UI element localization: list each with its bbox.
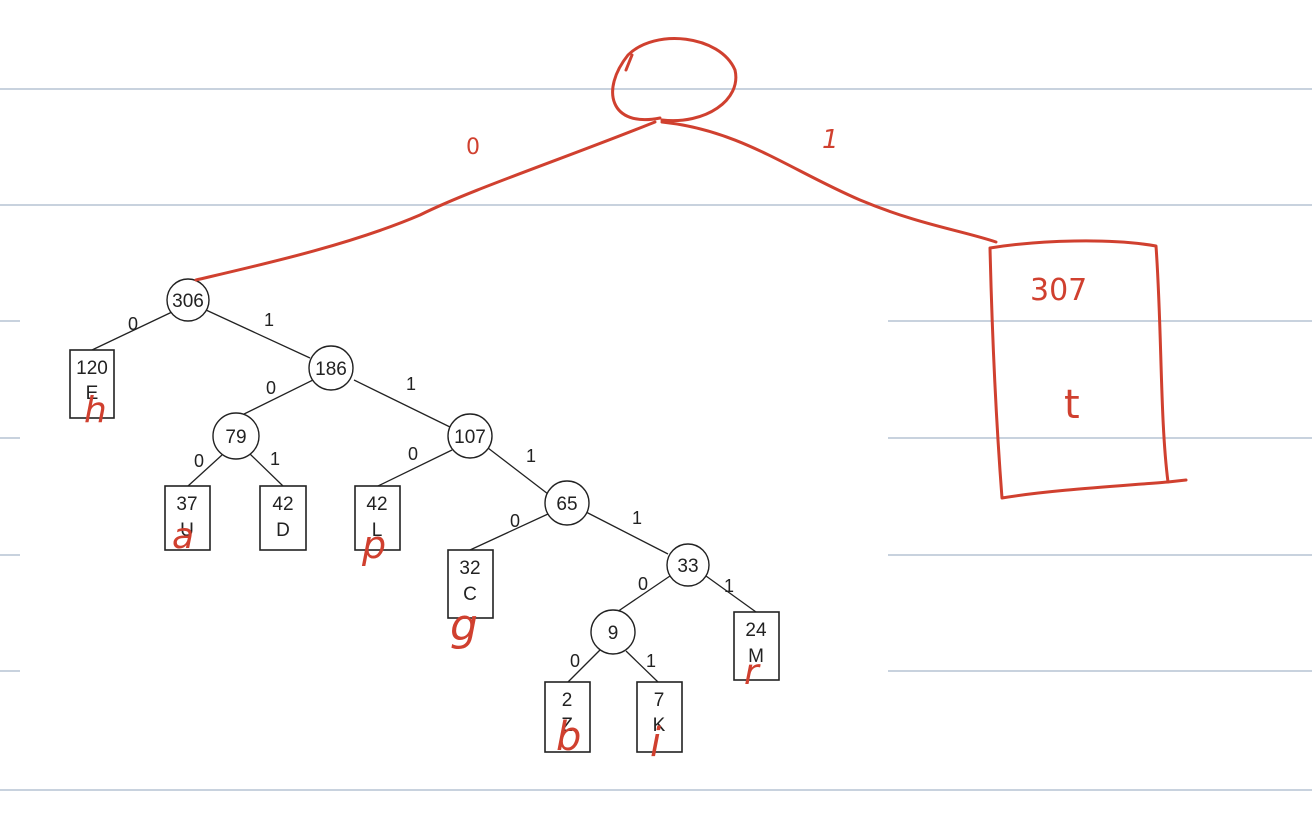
handwritten-leaf-letter: t — [1064, 382, 1080, 428]
node-weight: 107 — [454, 427, 486, 448]
edge-label: 1 — [632, 508, 642, 528]
leaf-node-42-l: 42 L — [354, 485, 401, 551]
leaf-letter: E — [86, 383, 99, 404]
handwritten-leaf-code: g — [450, 600, 478, 651]
tree-edge — [187, 454, 223, 487]
leaf-node-37: 37 U — [164, 485, 211, 551]
handwritten-annotations — [194, 37, 1188, 500]
handwritten-root-tick — [624, 53, 634, 72]
tree-edge — [487, 447, 549, 495]
handwritten-box-tail — [1166, 478, 1188, 484]
leaf-letter: K — [653, 715, 666, 736]
leaf-letter: U — [180, 520, 194, 541]
ruled-lines — [0, 88, 1312, 791]
handwritten-leaf-weight: 307 — [1030, 273, 1087, 308]
handwritten-leaf-code: p — [361, 523, 386, 567]
internal-nodes: 306 186 79 107 65 33 9 — [166, 278, 710, 655]
tree-edge — [585, 511, 669, 555]
leaf-weight: 120 — [76, 358, 108, 379]
tree-edge — [205, 309, 311, 359]
leaf-node-42-d: 42 D — [259, 485, 307, 551]
leaf-letter: D — [276, 520, 290, 541]
tree-node-107: 107 — [447, 413, 493, 459]
edge-label: 1 — [270, 449, 280, 469]
leaf-letter: Z — [561, 715, 573, 736]
edge-label: 1 — [724, 576, 734, 596]
leaf-node-2: 2 Z — [544, 681, 591, 753]
leaf-weight: 32 — [459, 558, 480, 579]
tree-edge — [613, 575, 671, 615]
edge-label: 1 — [406, 374, 416, 394]
tree-edge — [353, 379, 453, 429]
leaf-node-24: 24 M — [733, 611, 780, 681]
leaf-node-120: 120 E — [69, 349, 115, 419]
leaf-weight: 7 — [654, 690, 665, 711]
tree-node-9: 9 — [590, 609, 636, 655]
node-weight: 65 — [556, 494, 577, 515]
leaf-weight: 42 — [366, 494, 387, 515]
leaf-weight: 24 — [745, 620, 767, 641]
edge-label: 1 — [526, 446, 536, 466]
handwritten-edge-label: 0 — [466, 135, 480, 160]
tree-edge — [249, 453, 284, 487]
handwritten-leaf-code: i — [650, 720, 661, 766]
leaf-node-7: 7 K — [636, 681, 683, 753]
edge-label: 0 — [510, 511, 520, 531]
edge-label: 0 — [570, 651, 580, 671]
node-weight: 186 — [315, 359, 347, 380]
node-weight: 33 — [677, 556, 698, 577]
leaf-weight: 42 — [272, 494, 293, 515]
handwritten-edge-left — [194, 120, 657, 282]
leaf-letter: M — [748, 646, 764, 667]
handwritten-edge-label: 1 — [822, 125, 839, 155]
handwritten-leaf-code: r — [744, 652, 761, 693]
handwritten-edge-right — [660, 120, 998, 244]
node-weight: 9 — [608, 623, 619, 644]
tree-edge — [625, 650, 659, 683]
node-weight: 79 — [225, 427, 246, 448]
handwritten-leaf-code: a — [172, 516, 194, 557]
tree-node-79: 79 — [212, 412, 260, 460]
tree-edge — [239, 379, 314, 417]
tree-node-33: 33 — [666, 543, 710, 587]
tree-edge — [567, 649, 601, 683]
edge-label: 0 — [266, 378, 276, 398]
tree-edges — [91, 309, 757, 683]
leaf-letter: C — [463, 584, 477, 605]
leaf-weight: 37 — [176, 494, 197, 515]
leaf-node-32: 32 C — [447, 549, 494, 619]
leaf-weight: 2 — [562, 690, 573, 711]
edge-label: 0 — [128, 314, 138, 334]
tree-node-186: 186 — [308, 345, 354, 391]
edge-label: 1 — [264, 310, 274, 330]
tree-node-65: 65 — [544, 480, 590, 526]
edge-label: 0 — [408, 444, 418, 464]
tree-edge — [377, 449, 453, 487]
edge-label: 1 — [646, 651, 656, 671]
edge-label: 0 — [638, 574, 648, 594]
edge-label: 0 — [194, 451, 204, 471]
leaf-nodes: 120 E 37 U 42 D 42 L 32 C 24 M — [69, 349, 780, 753]
leaf-letter: L — [372, 520, 383, 541]
node-weight: 306 — [172, 291, 204, 312]
tree-edge — [91, 311, 173, 351]
handwritten-text: 0 1 307 t h a p g r b i — [84, 125, 1087, 766]
handwritten-root-circle — [611, 37, 738, 123]
tree-edge — [469, 513, 549, 551]
handwritten-leaf-code: h — [84, 390, 107, 431]
handwritten-leaf-code: b — [556, 714, 581, 760]
tree-node-306: 306 — [166, 278, 210, 322]
tree-edge — [705, 575, 757, 613]
tree-edge-labels: 0 1 0 1 0 1 0 1 0 1 0 1 0 1 — [128, 310, 734, 671]
